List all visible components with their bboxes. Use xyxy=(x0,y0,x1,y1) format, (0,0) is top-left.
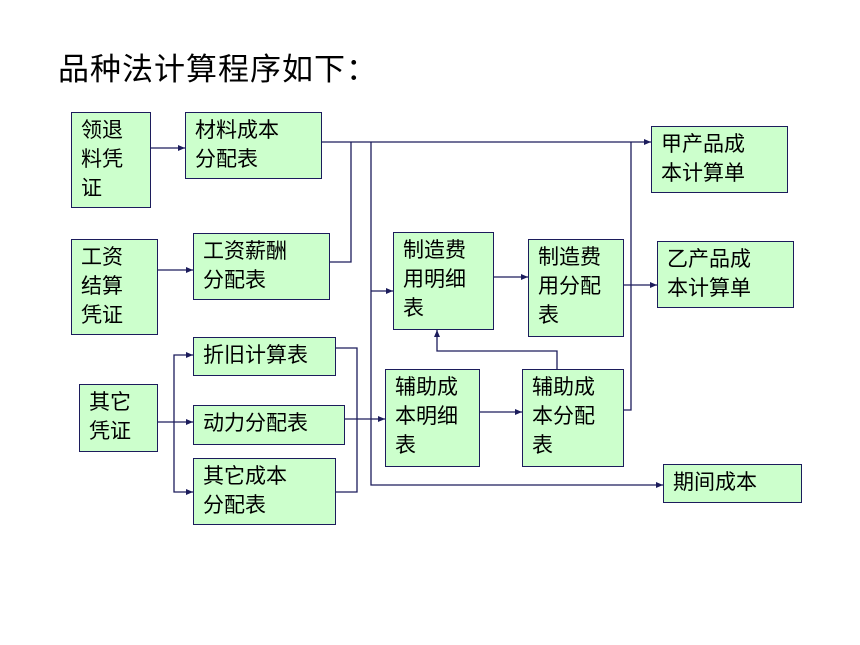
box-zhizao-fenpei: 制造费 用分配 表 xyxy=(528,239,624,337)
connector-zhejiu-bracket xyxy=(336,347,358,493)
connector-gongzi-up xyxy=(330,142,352,263)
page-title: 品种法计算程序如下： xyxy=(58,52,378,88)
arrow-fuzhu-to-zhizao xyxy=(434,330,558,370)
box-qita-chengben: 其它成本 分配表 xyxy=(193,458,336,525)
connector-main-bus xyxy=(370,142,663,488)
box-fuzhu-mingxi: 辅助成 本明细 表 xyxy=(385,369,480,467)
arrow-qita-to-qitacb xyxy=(173,422,193,495)
arrow-qita-to-zhejiu xyxy=(173,352,193,422)
box-gongzi-pingzheng: 工资 结算 凭证 xyxy=(71,239,158,335)
box-fuzhu-fenpei: 辅助成 本分配 表 xyxy=(522,369,624,467)
connector-fuzhu-to-jia xyxy=(624,142,632,411)
box-qita-pingzheng: 其它 凭证 xyxy=(79,384,158,452)
box-jia-chanpin: 甲产品成 本计算单 xyxy=(651,126,788,193)
box-cailiao-fenpei: 材料成本 分配表 xyxy=(185,112,322,179)
box-zhejiu-jisuan: 折旧计算表 xyxy=(193,337,336,376)
box-qijian-chengben: 期间成本 xyxy=(663,464,802,503)
box-lingtui-pingzheng: 领退 料凭 证 xyxy=(71,112,151,208)
box-zhizao-mingxi: 制造费 用明细 表 xyxy=(393,232,494,330)
box-yi-chanpin: 乙产品成 本计算单 xyxy=(657,241,794,308)
box-dongli-fenpei: 动力分配表 xyxy=(193,405,345,445)
box-gongzi-fenpei: 工资薪酬 分配表 xyxy=(193,233,330,300)
